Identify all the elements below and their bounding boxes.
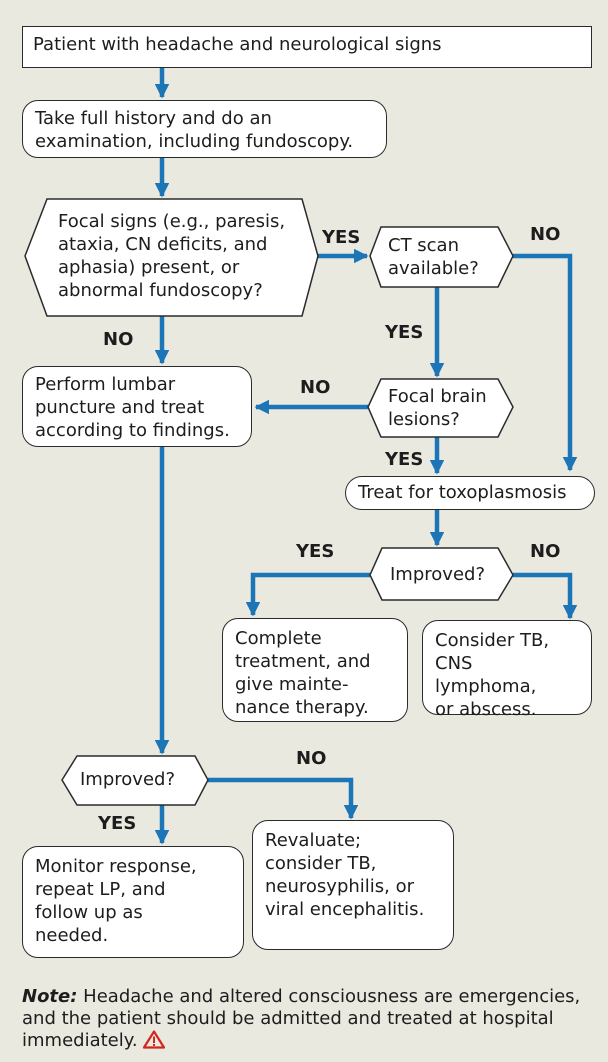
toxo-no-label: NO [530, 541, 561, 562]
footnote: Note: Headache and altered consciousness… [22, 986, 597, 1055]
revaluate-node: Revaluate; consider TB, neurosyphilis, o… [252, 820, 454, 950]
focal-signs-decision-shape [24, 198, 319, 317]
complete-treatment-node: Complete treatment, and give mainte- nan… [222, 618, 408, 722]
focal-lesions-decision-shape [367, 378, 514, 438]
improved-toxo-decision-shape [369, 547, 514, 601]
lesions-no-label: NO [300, 377, 331, 398]
focal-yes-label: YES [322, 227, 361, 248]
lp-yes-label: YES [98, 813, 137, 834]
warning-triangle-icon [143, 1030, 166, 1055]
history-node: Take full history and do an examination,… [22, 100, 387, 158]
note-text: Headache and altered consciousness are e… [22, 986, 581, 1051]
focal-no-label: NO [103, 329, 134, 350]
arrow-ct-no-to-toxo [513, 253, 578, 472]
improved-lp-decision-shape [61, 755, 209, 806]
lumbar-puncture-node: Perform lumbar puncture and treat accord… [22, 366, 252, 447]
toxoplasmosis-node: Treat for toxoplasmosis [345, 476, 595, 510]
ct-yes-label: YES [385, 322, 424, 343]
arrow-improved-no-to-consider [513, 572, 578, 620]
consider-tb-node: Consider TB, CNS lymphoma, or abscess. [422, 620, 592, 720]
toxo-yes-label: YES [296, 541, 335, 562]
note-label: Note: [22, 986, 78, 1007]
arrow-improved-no-to-revaluate [208, 777, 359, 820]
start-node: Patient with headache and neurological s… [22, 26, 592, 68]
lp-no-label: NO [296, 748, 327, 769]
ct-no-label: NO [530, 224, 561, 245]
monitor-response-node: Monitor response, repeat LP, and follow … [22, 846, 244, 958]
arrow-improved-yes-to-complete [245, 572, 370, 617]
ct-scan-decision-shape [369, 226, 514, 288]
lesions-yes-label: YES [385, 449, 424, 470]
